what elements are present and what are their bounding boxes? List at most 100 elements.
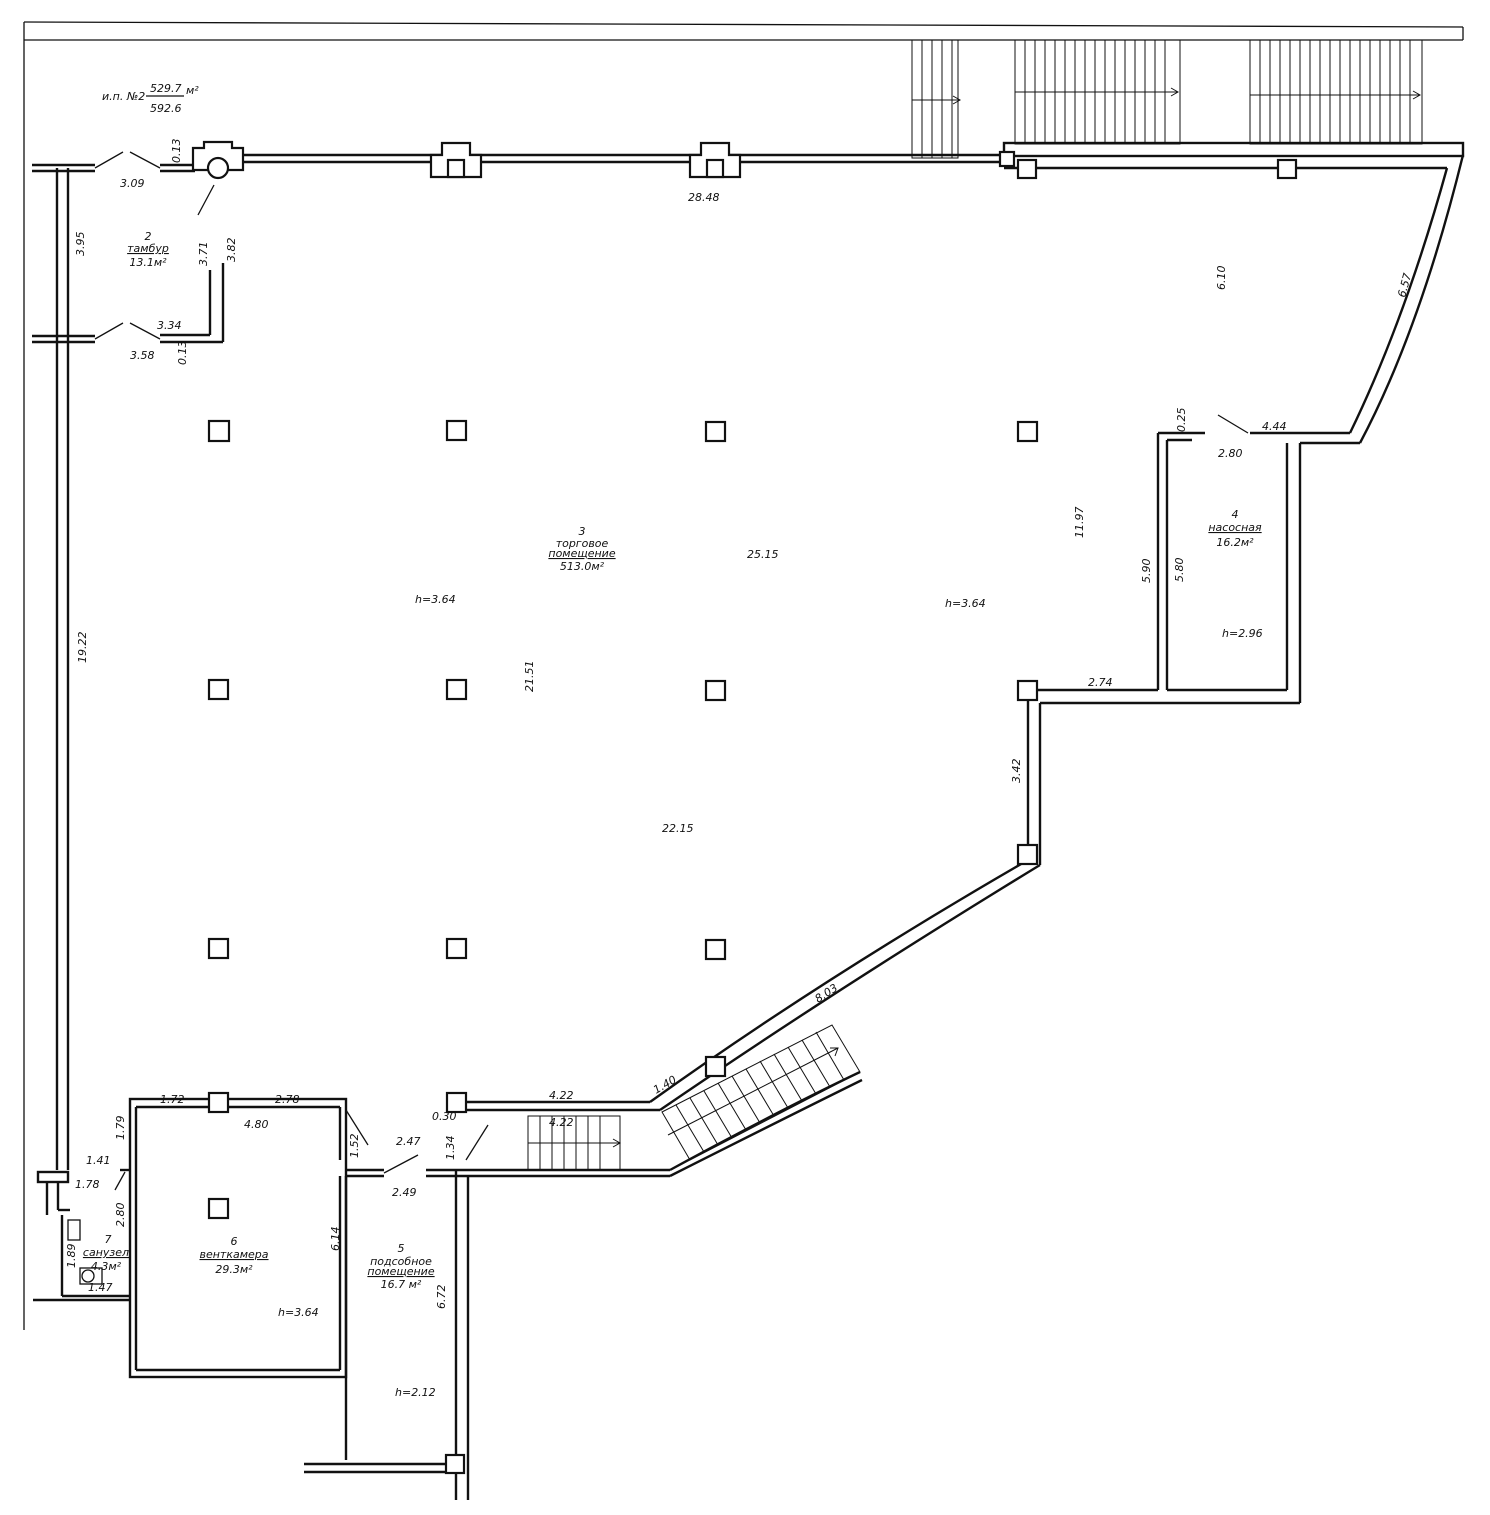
dim-label: 4.22 — [549, 1089, 574, 1102]
dim-label: 3.09 — [120, 177, 145, 190]
column — [207, 1091, 230, 1114]
dim-label: 19.22 — [76, 632, 89, 664]
room-3-name-1: торговое — [556, 537, 609, 550]
dim-label: 3.82 — [225, 238, 238, 263]
column — [704, 420, 727, 443]
room-5-area: 16.7 м² — [381, 1278, 422, 1291]
dim-label: 6.72 — [435, 1285, 448, 1310]
top-stairs — [911, 39, 1423, 159]
dim-label: 28.48 — [688, 191, 720, 204]
room-4-name: насосная — [1208, 521, 1262, 534]
column — [998, 150, 1016, 168]
dimensions: 3.09 28.48 3.34 3.58 4.44 2.80 25.15 2.7… — [65, 139, 1414, 1310]
dim-label: 3.95 — [74, 232, 87, 257]
column — [1016, 843, 1039, 866]
room-3-area: 513.0м² — [560, 560, 605, 573]
height-vent: h=3.64 — [278, 1306, 319, 1319]
room-2-area: 13.1м² — [129, 256, 167, 269]
dim-label: 1.72 — [160, 1093, 185, 1106]
height-main-left: h=3.64 — [415, 593, 456, 606]
dim-label: 1.79 — [114, 1116, 127, 1141]
room-7-name: санузел — [83, 1246, 129, 1259]
column — [1016, 158, 1038, 180]
dim-label: 4.44 — [1262, 420, 1287, 433]
room-5-number: 5 — [398, 1242, 405, 1255]
room-3-number: 3 — [579, 525, 586, 538]
dim-label: 6.14 — [329, 1227, 342, 1252]
column — [445, 1091, 468, 1114]
room-5-label: 5 подсобное помещение 16.7 м² — [367, 1242, 434, 1291]
dim-label: 0.30 — [432, 1110, 457, 1123]
lower-stairs — [527, 1024, 861, 1171]
dim-label: 3.71 — [197, 242, 210, 267]
room-5-name-1: подсобное — [370, 1255, 432, 1268]
room-2-number: 2 — [145, 230, 152, 243]
dim-label: 2.47 — [396, 1135, 421, 1148]
dim-label: 2.80 — [1218, 447, 1243, 460]
dim-label: 0.13 — [170, 139, 183, 164]
unit-area-den: 592.6 — [150, 102, 182, 115]
dim-label: 11.97 — [1073, 507, 1086, 539]
dim-label: 5.90 — [1140, 559, 1153, 584]
column — [704, 1055, 727, 1078]
column — [1016, 679, 1039, 702]
room-3-name-2: помещение — [548, 547, 615, 560]
dim-label: 5.80 — [1173, 558, 1186, 583]
room-7-label: 7 санузел 4.3м² — [83, 1233, 129, 1273]
dim-label: 0.25 — [1175, 408, 1188, 433]
column — [207, 1197, 230, 1220]
column — [445, 937, 468, 960]
column — [445, 419, 468, 442]
room-3-label: 3 торговое помещение 513.0м² — [548, 525, 615, 573]
unit-area-unit: м² — [186, 84, 199, 97]
dim-label: 4.22 — [549, 1116, 574, 1129]
dim-label: 4.80 — [244, 1118, 269, 1131]
dim-label: 1.89 — [65, 1244, 78, 1269]
height-main-right: h=3.64 — [945, 597, 986, 610]
dim-label: 2.80 — [114, 1203, 127, 1228]
column — [705, 158, 725, 179]
column — [1276, 158, 1298, 180]
stair-flight-1 — [911, 39, 962, 159]
unit-area-num: 529.7 — [150, 82, 182, 95]
dim-label: 6.57 — [1395, 272, 1414, 299]
dim-label: 2.78 — [275, 1093, 300, 1106]
unit-header: и.п. №2 529.7 м² 592.6 — [102, 82, 199, 115]
column — [207, 678, 230, 701]
room-2-name: тамбур — [127, 242, 169, 255]
dim-label: 3.42 — [1010, 759, 1023, 784]
room-4-number: 4 — [1232, 508, 1239, 521]
column — [444, 1453, 466, 1475]
dim-label: 25.15 — [747, 548, 779, 561]
stair-flight-2 — [1014, 39, 1181, 145]
room-4-area: 16.2м² — [1216, 536, 1254, 549]
room-7-area: 4.3м² — [91, 1260, 122, 1273]
column — [207, 937, 230, 960]
walls — [32, 141, 1465, 1500]
dim-label: 2.49 — [392, 1186, 417, 1199]
room-6-number: 6 — [231, 1235, 238, 1248]
dim-label: 1.47 — [88, 1281, 113, 1294]
column — [207, 419, 231, 443]
room-4-label: 4 насосная 16.2м² — [1208, 508, 1262, 549]
column — [1016, 420, 1039, 443]
column — [704, 938, 727, 961]
dim-label: 3.58 — [130, 349, 155, 362]
round-column — [206, 156, 230, 180]
room-5-name-2: помещение — [367, 1265, 434, 1278]
stair-flight-3 — [1249, 39, 1423, 145]
dim-label: 21.51 — [523, 661, 536, 693]
column — [446, 158, 466, 179]
room-6-name: венткамера — [199, 1248, 268, 1261]
columns — [191, 140, 1298, 1475]
dim-label: 1.41 — [86, 1154, 111, 1167]
room-6-label: 6 венткамера 29.3м² — [199, 1235, 268, 1276]
dim-label: 2.74 — [1088, 676, 1113, 689]
height-pump: h=2.96 — [1222, 627, 1263, 640]
room-2-label: 2 тамбур 13.1м² — [127, 230, 169, 269]
height-aux: h=2.12 — [395, 1386, 436, 1399]
drawing-frame — [23, 21, 1464, 1330]
dim-label: 1.78 — [75, 1178, 100, 1191]
column — [704, 679, 727, 702]
